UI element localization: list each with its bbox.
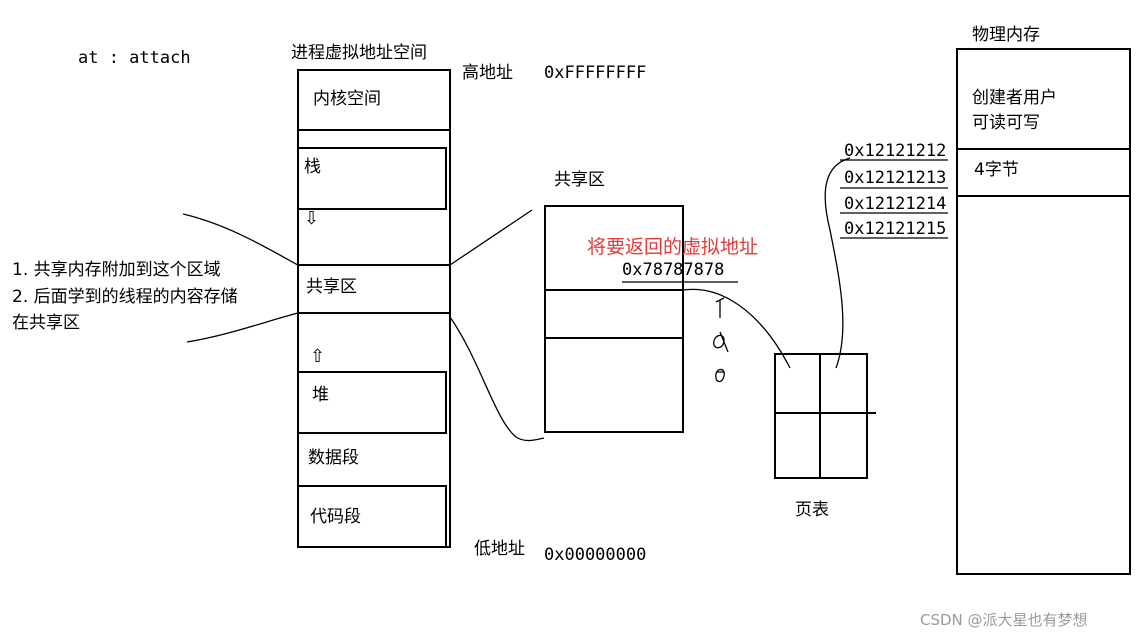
high-addr-label: 高地址 — [462, 63, 513, 83]
physical-memory-title: 物理内存 — [972, 25, 1040, 45]
pagetable-to-phys-line — [824, 157, 851, 369]
code-segment — [297, 485, 447, 548]
note-line-upper — [182, 213, 299, 266]
shared-segment — [297, 264, 451, 314]
page-table-label: 页表 — [795, 500, 829, 520]
stack-grow-arrow-icon: ⇩ — [304, 208, 320, 229]
physical-memory-box — [956, 48, 1131, 575]
watermark: CSDN @派大星也有梦想 — [920, 611, 1088, 629]
shared-region-title: 共享区 — [554, 170, 605, 190]
shared-label: 共享区 — [306, 277, 357, 297]
phys-addr-3: 0x12121214 — [844, 194, 947, 214]
kernel-segment — [297, 69, 451, 131]
attach-note: at : attach — [78, 48, 191, 68]
shared-memory-block — [544, 289, 684, 339]
left-note-2: 2. 后面学到的线程的内容存储 — [12, 287, 238, 307]
creator-line-2: 可读可写 — [972, 113, 1040, 133]
four-byte-label: 4字节 — [974, 160, 1019, 180]
left-note-1: 1. 共享内存附加到这个区域 — [12, 260, 221, 280]
creator-line-1: 创建者用户 — [972, 88, 1057, 108]
low-addr-value: 0x00000000 — [544, 545, 647, 565]
map-line-lower — [449, 316, 545, 442]
note-line-lower — [186, 312, 299, 343]
map-line-upper — [449, 209, 533, 266]
stack-label: 栈 — [304, 157, 321, 177]
shared-addr: 0x78787878 — [622, 260, 725, 280]
high-addr-value: 0xFFFFFFFF — [544, 63, 647, 83]
return-addr-note: 将要返回的虚拟地址 — [587, 236, 759, 258]
phys-addr-4: 0x12121215 — [844, 219, 947, 239]
vspace-title: 进程虚拟地址空间 — [291, 43, 427, 63]
left-note-3: 在共享区 — [12, 313, 80, 333]
heap-grow-arrow-icon: ⇧ — [310, 346, 326, 367]
stack-segment — [297, 147, 447, 210]
kernel-label: 内核空间 — [313, 89, 381, 109]
phys-addr-2: 0x12121213 — [844, 168, 947, 188]
scribble-2 — [713, 331, 729, 353]
phys-addr-1: 0x12121212 — [844, 141, 947, 161]
scribble-3 — [715, 368, 725, 383]
heap-label: 堆 — [312, 385, 329, 405]
four-byte-block — [956, 148, 1131, 197]
data-segment-label: 数据段 — [308, 448, 359, 468]
heap-segment — [297, 371, 447, 434]
low-addr-label: 低地址 — [474, 539, 525, 559]
code-label: 代码段 — [310, 507, 361, 527]
to-pagetable-line — [683, 288, 791, 369]
scribble-1 — [715, 297, 725, 318]
